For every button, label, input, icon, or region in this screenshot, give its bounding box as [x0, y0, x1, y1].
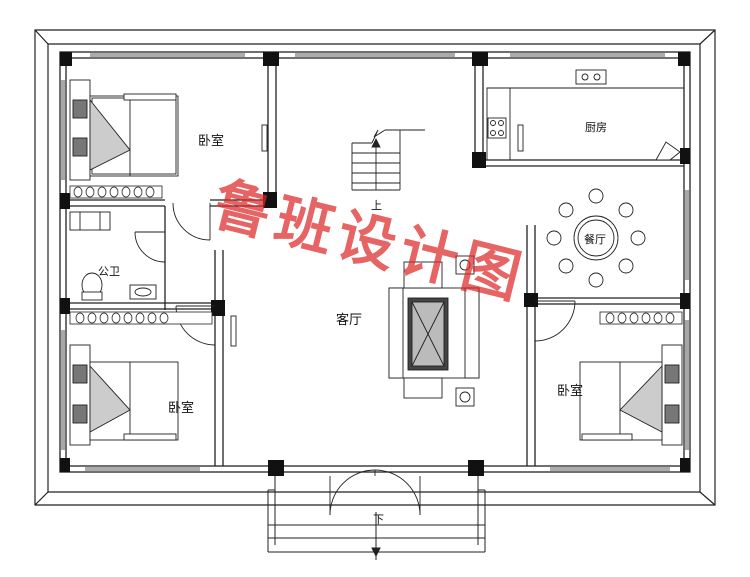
- roof-outline: [34, 29, 716, 506]
- hangers: [73, 186, 675, 324]
- label-bathroom: 公卫: [98, 265, 120, 278]
- label-kitchen: 厨房: [585, 121, 607, 134]
- bed-right: [579, 344, 683, 446]
- sofa-set: [388, 261, 480, 399]
- staircase: [351, 129, 425, 191]
- side-tables: [455, 255, 475, 407]
- kitchen-counters: [486, 69, 684, 161]
- bed-bottom-left: [69, 344, 179, 446]
- dining-table: [546, 188, 646, 288]
- bathroom-fixtures: [69, 211, 157, 301]
- entrance-door: [329, 469, 421, 516]
- bed-top-left: [69, 79, 179, 181]
- label-bedroom-right: 卧室: [557, 384, 584, 399]
- label-dining: 餐厅: [584, 233, 606, 246]
- label-bedroom-top-left: 卧室: [198, 134, 225, 149]
- label-stairs-up: 上: [371, 199, 382, 212]
- interior-walls: [66, 58, 684, 466]
- label-living-room: 客厅: [336, 313, 363, 328]
- label-bedroom-bottom-left: 卧室: [168, 401, 195, 416]
- entrance-steps: [267, 476, 486, 560]
- columns: [60, 52, 690, 476]
- label-entrance-down: 下: [373, 513, 384, 526]
- windows: [61, 53, 689, 471]
- interior-doors: [134, 124, 576, 347]
